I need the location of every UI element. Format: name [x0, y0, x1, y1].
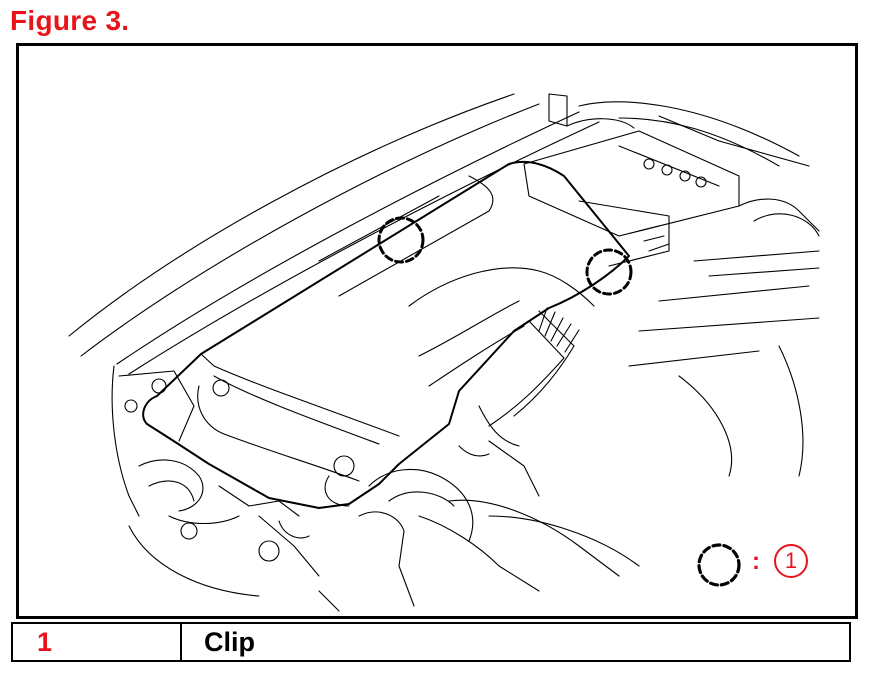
callout-separator: :	[752, 548, 760, 575]
clip-marker	[377, 216, 425, 264]
callout-number-badge: 1	[774, 544, 808, 578]
illustration-frame: : 1	[16, 43, 858, 619]
clip-legend-symbol	[697, 543, 741, 587]
clip-marker	[585, 248, 633, 296]
callout-number: 1	[784, 548, 798, 573]
legend-table: 1 Clip	[11, 622, 851, 662]
legend-row: 1 Clip	[11, 622, 851, 662]
legend-name: Clip	[180, 622, 851, 662]
legend-number: 1	[11, 622, 182, 662]
figure-title: Figure 3.	[10, 5, 130, 36]
engine-cover-illustration	[68, 93, 820, 612]
